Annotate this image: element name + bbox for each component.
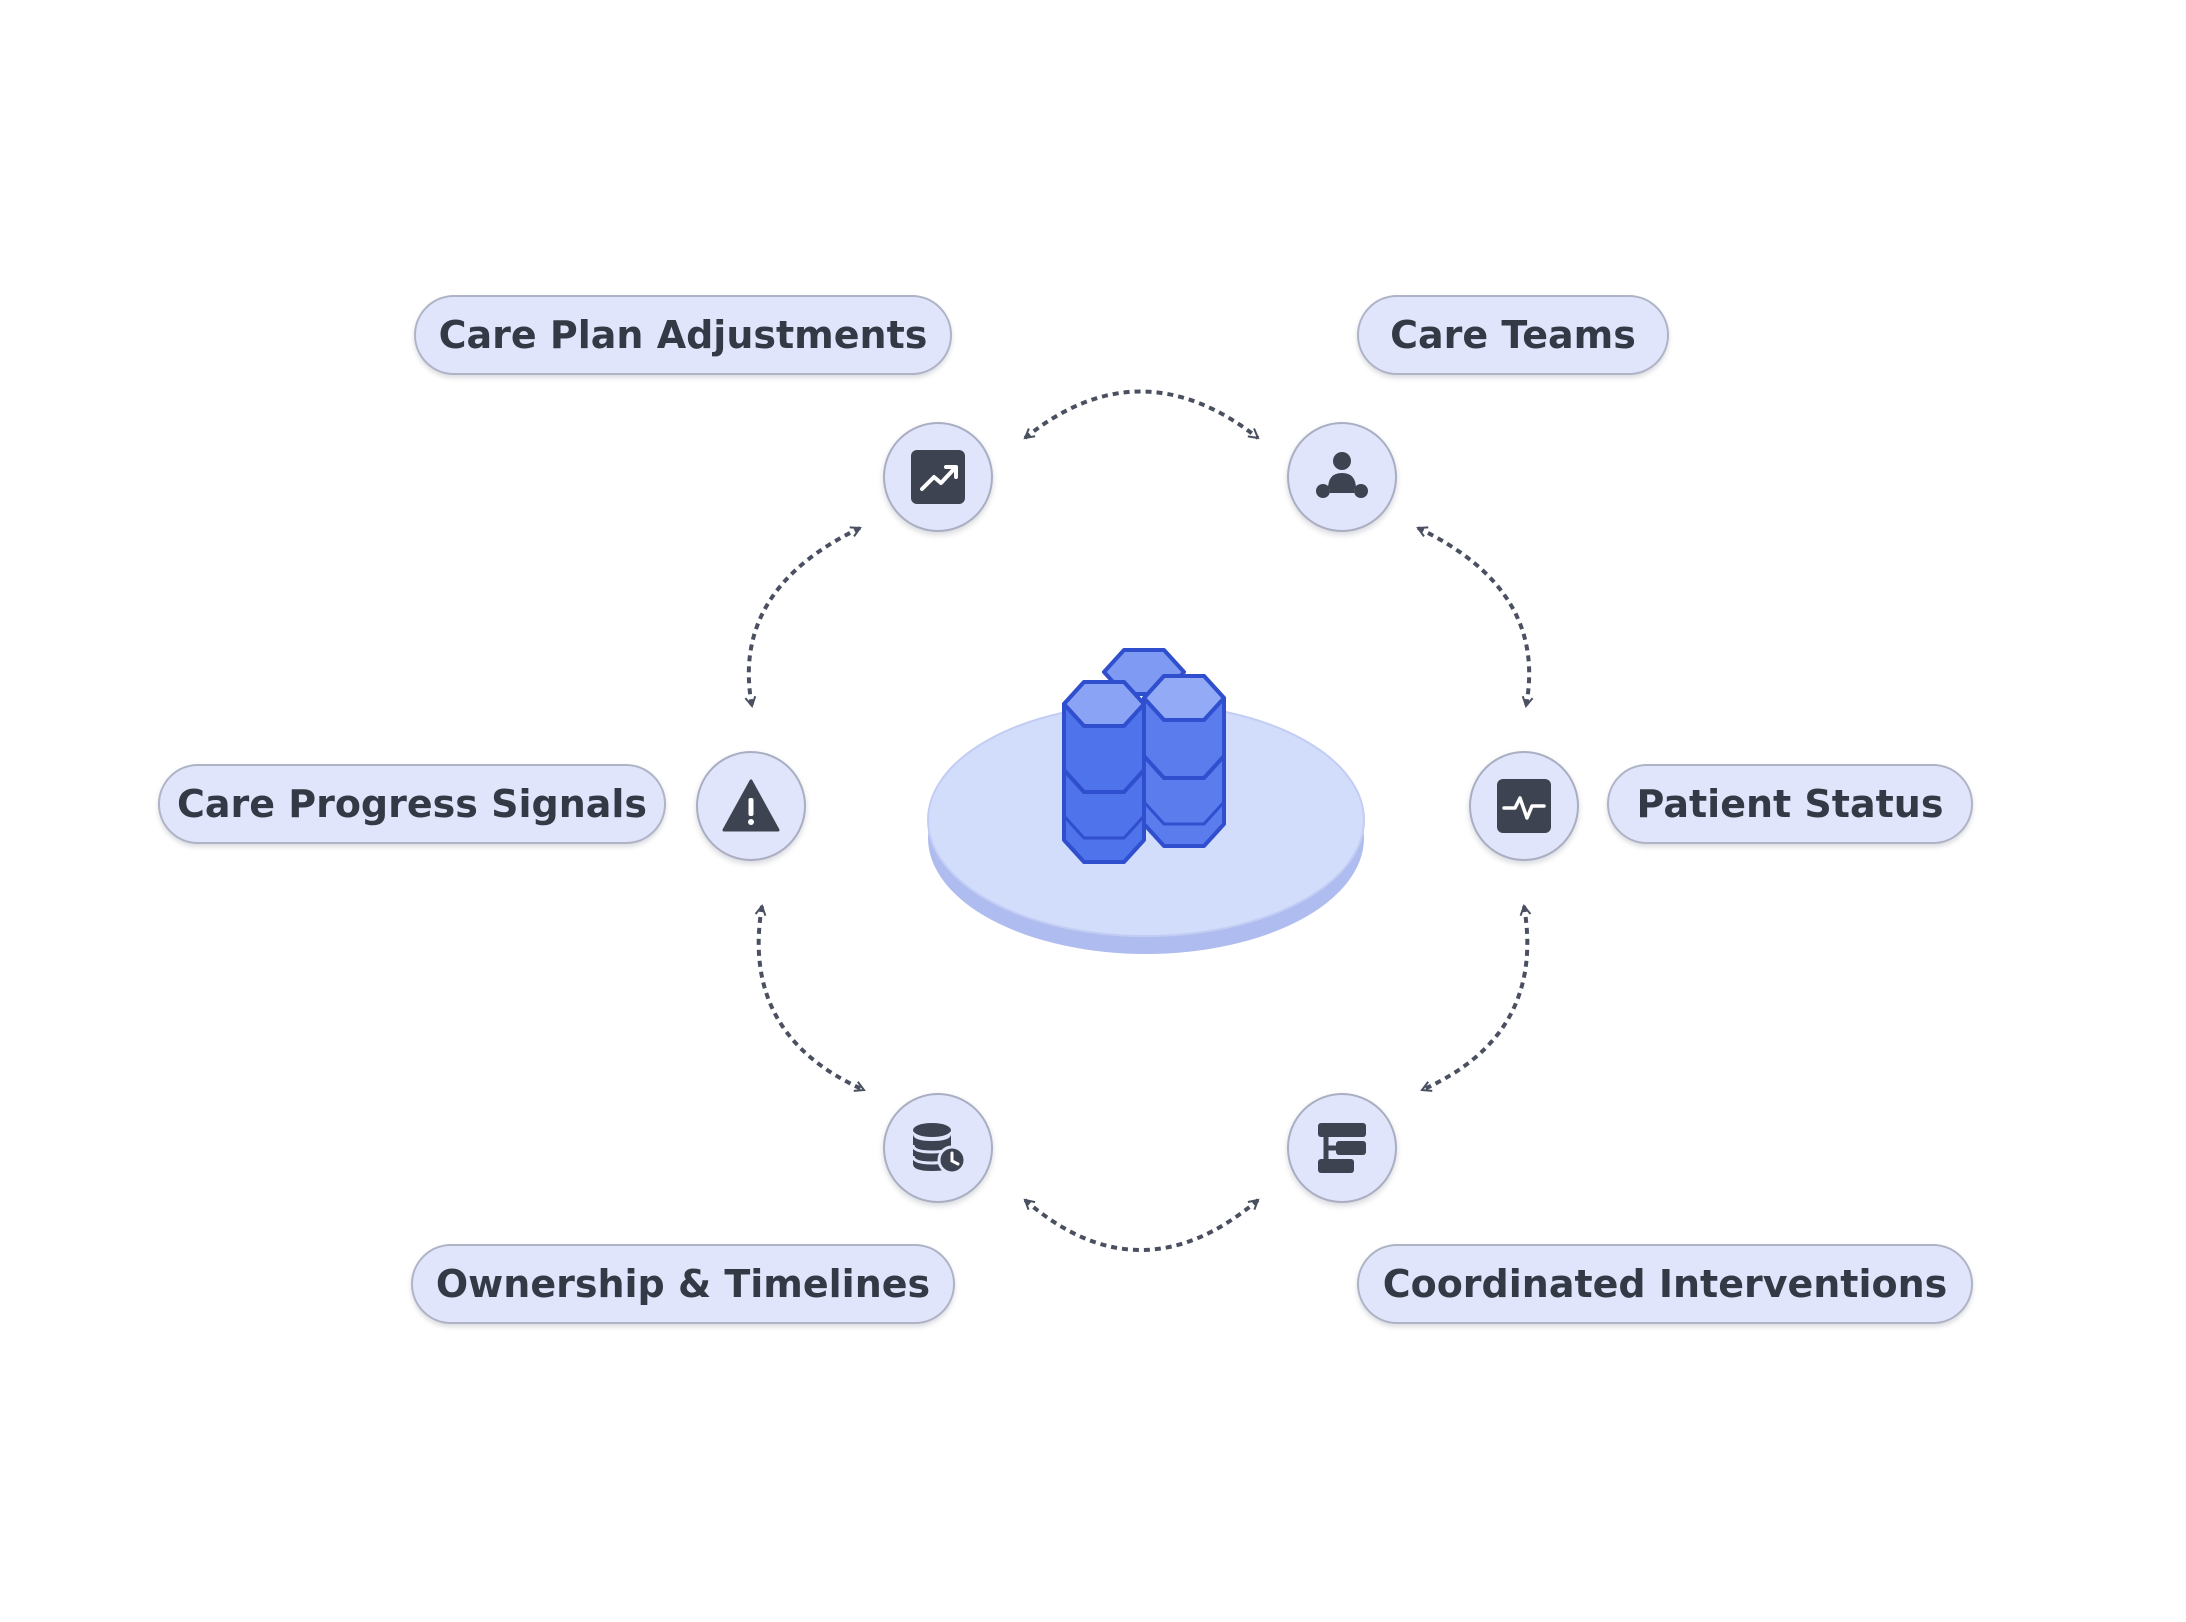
arrow-left-upper	[749, 526, 860, 706]
node-care-plan-adjustments[interactable]	[883, 422, 993, 532]
label-care-plan-adjustments: Care Plan Adjustments	[414, 295, 952, 375]
node-care-progress-signals[interactable]	[696, 751, 806, 861]
trending-up-icon	[911, 450, 965, 504]
arrow-bottom	[1025, 1198, 1258, 1252]
arrow-left-lower	[759, 906, 864, 1090]
timeline-blocks-icon	[1318, 1123, 1366, 1173]
node-patient-status[interactable]	[1469, 751, 1579, 861]
arrow-right-upper	[1418, 526, 1529, 706]
node-ownership-timelines[interactable]	[883, 1093, 993, 1203]
arrow-right-lower	[1422, 906, 1527, 1090]
label-coordinated-interventions: Coordinated Interventions	[1357, 1244, 1973, 1324]
database-clock-icon	[911, 1123, 967, 1175]
team-icon	[1316, 452, 1368, 498]
arrow-top	[1025, 389, 1258, 440]
node-coordinated-interventions[interactable]	[1287, 1093, 1397, 1203]
hexagon-stack-icon	[1062, 648, 1226, 864]
label-ownership-timelines: Ownership & Timelines	[411, 1244, 955, 1324]
central-hub	[927, 648, 1365, 954]
warning-icon	[722, 779, 780, 832]
label-care-progress-signals: Care Progress Signals	[158, 764, 666, 844]
node-care-teams[interactable]	[1287, 422, 1397, 532]
heartbeat-icon	[1497, 779, 1551, 833]
label-patient-status: Patient Status	[1607, 764, 1973, 844]
label-care-teams: Care Teams	[1357, 295, 1669, 375]
